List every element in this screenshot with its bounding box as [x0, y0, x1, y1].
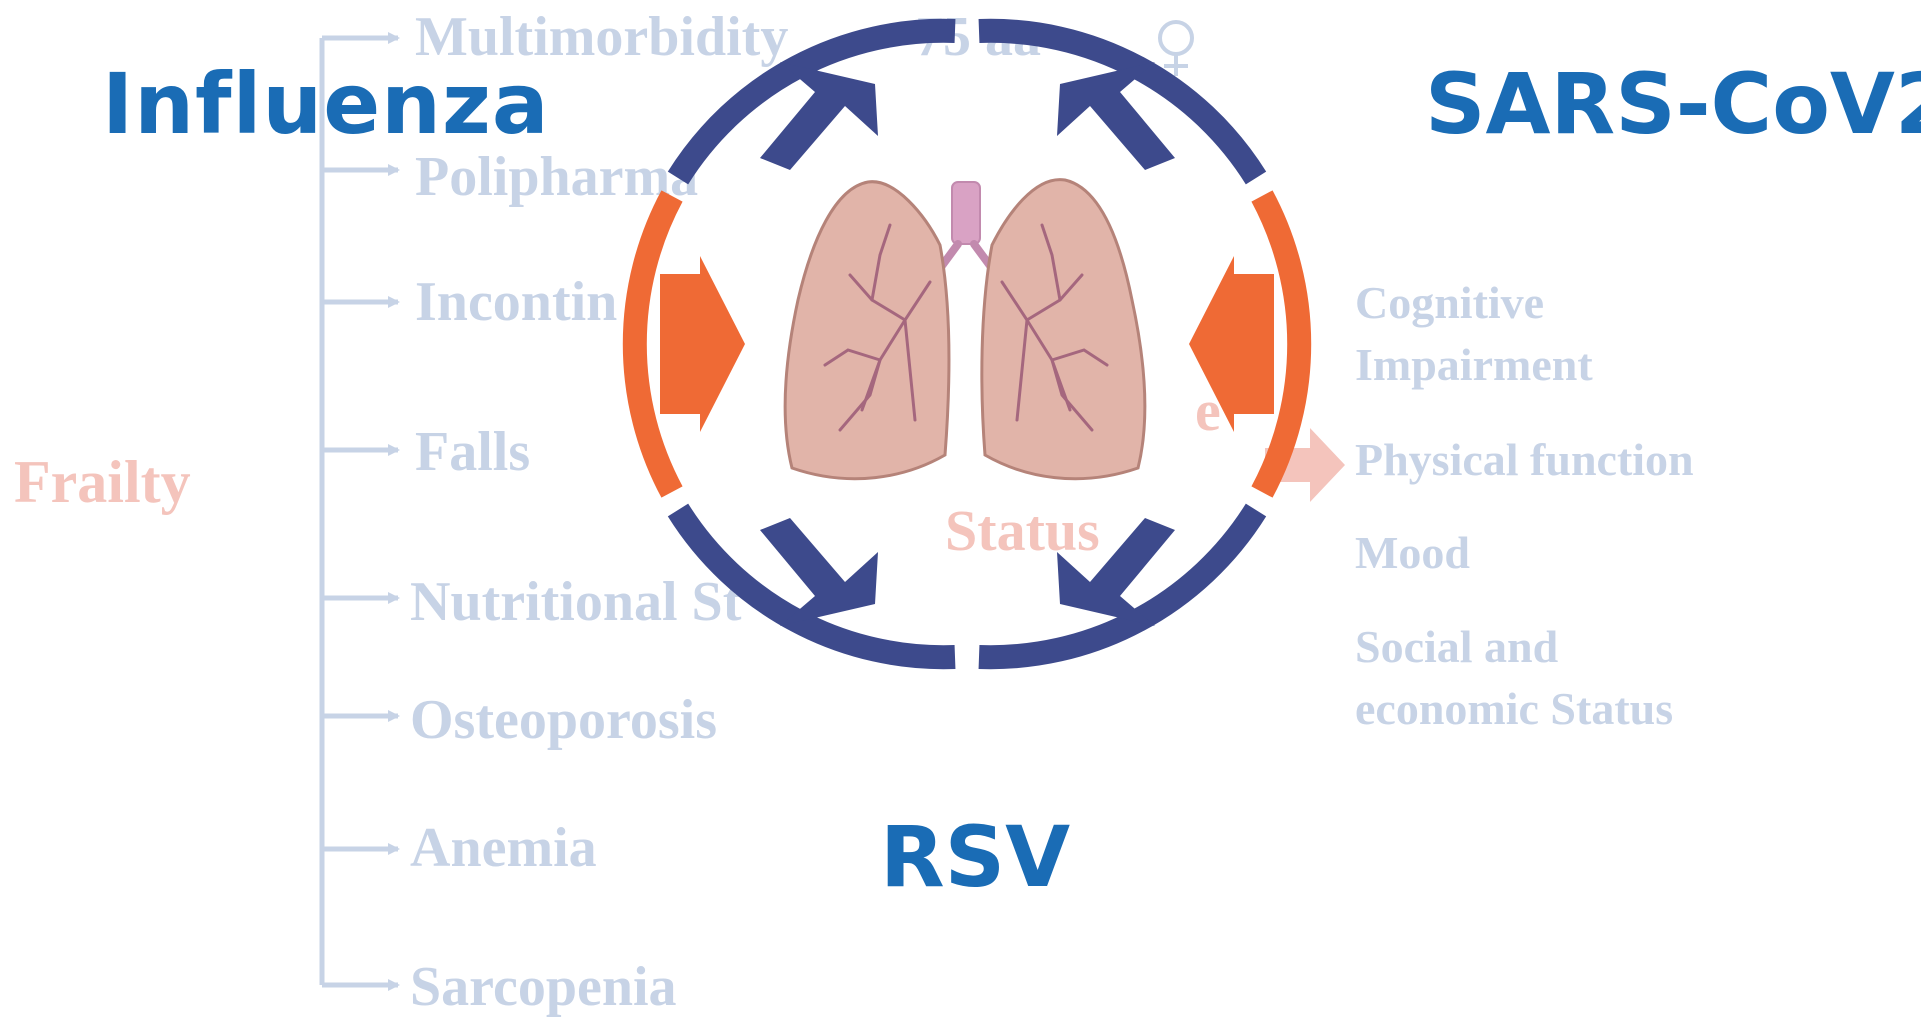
outcome-label: Cognitive [1355, 277, 1544, 328]
outcome-label: Physical function [1355, 434, 1694, 485]
condition-label: Sarcopenia [410, 956, 677, 1018]
sars-cov2-label: SARS-CoV2 [1425, 62, 1921, 146]
outcome-label: Mood [1355, 527, 1470, 578]
condition-label: Osteoporosis [410, 689, 717, 751]
center-status-label: Status [945, 498, 1100, 563]
influenza-label: Influenza [102, 62, 550, 146]
outcome-label: economic Status [1355, 683, 1673, 734]
lungs-icon [785, 180, 1145, 479]
condition-label: Falls [415, 421, 530, 483]
outcome-label: Impairment [1355, 339, 1593, 390]
frailty-label: Frailty [14, 449, 191, 515]
female-symbol-icon [1160, 22, 1192, 76]
outcome-label: Social and [1355, 621, 1559, 672]
arrow-left-icon [660, 256, 745, 432]
rsv-label: RSV [880, 815, 1070, 899]
condition-label: Anemia [410, 817, 597, 879]
condition-label: Polipharma [415, 146, 698, 208]
condition-label: Nutritional St [410, 571, 742, 633]
condition-label: Incontin [415, 271, 617, 333]
frailty-bracket [322, 38, 398, 985]
